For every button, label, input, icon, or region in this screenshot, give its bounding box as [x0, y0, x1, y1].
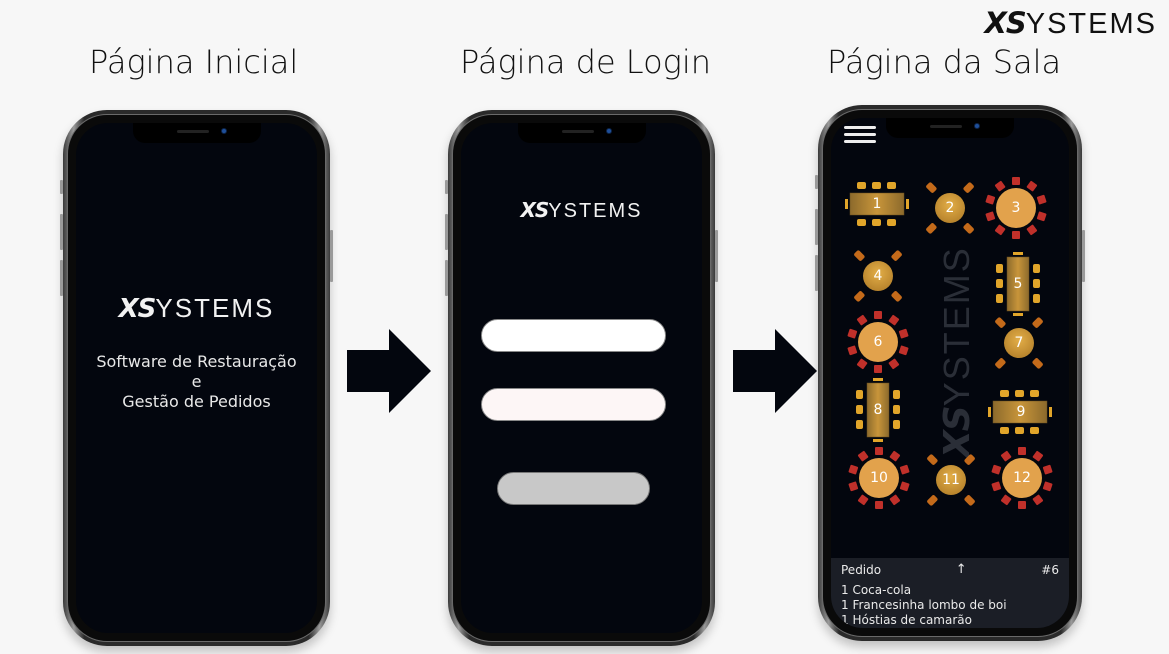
volume-down-button — [60, 260, 63, 296]
phone-room: XSYSTEMS — [815, 105, 1085, 641]
table-number: 6 — [873, 334, 883, 350]
camera-icon — [605, 128, 612, 134]
table-2[interactable]: 2 — [935, 193, 965, 223]
logo-bold: XS — [520, 198, 549, 222]
login-screen: XSYSTEMS — [461, 123, 702, 633]
notch — [132, 123, 261, 143]
table-10[interactable]: 10 — [859, 458, 899, 498]
home-logo: XSYSTEMS — [76, 293, 317, 324]
arrow-right-icon — [733, 329, 817, 413]
volume-up-button — [60, 214, 63, 250]
phone-login: XSYSTEMS — [445, 110, 718, 646]
camera-icon — [220, 128, 227, 134]
home-tagline: Software de Restauração e Gestão de Pedi… — [76, 352, 317, 412]
notch — [517, 123, 646, 143]
home-screen: XSYSTEMS Software de Restauração e Gestã… — [76, 123, 317, 633]
title-login-page: Página de Login — [460, 43, 712, 81]
expand-arrow-up-icon[interactable]: ↑ — [955, 562, 967, 577]
table-number: 8 — [873, 402, 883, 418]
tagline-line-1: Software de Restauração — [96, 352, 297, 371]
table-number: 9 — [1016, 404, 1026, 420]
side-button — [815, 175, 818, 189]
power-button — [715, 230, 718, 282]
table-12[interactable]: 12 — [1002, 458, 1042, 498]
table-number: 1 — [872, 196, 882, 212]
table-7[interactable]: 7 — [1004, 328, 1034, 358]
logo-rest: YSTEMS — [1025, 8, 1157, 40]
side-button — [60, 180, 63, 194]
tagline-line-3: Gestão de Pedidos — [122, 392, 271, 411]
table-number: 4 — [873, 268, 883, 284]
table-9[interactable]: 9 — [993, 400, 1049, 424]
order-item: 1 Hóstias de camarão — [841, 613, 972, 627]
login-button[interactable] — [497, 472, 650, 505]
table-5[interactable]: 5 — [1007, 257, 1029, 311]
power-button — [1082, 230, 1085, 282]
table-number: 3 — [1011, 200, 1021, 216]
table-11[interactable]: 11 — [936, 465, 966, 495]
table-number: 5 — [1013, 276, 1023, 292]
title-home-page: Página Inicial — [89, 43, 299, 81]
tagline-line-2: e — [191, 372, 202, 391]
camera-icon — [974, 123, 980, 129]
power-button — [330, 230, 333, 282]
table-number: 12 — [1013, 470, 1031, 486]
order-item: 1 Francesinha lombo de boi — [841, 598, 1007, 612]
volume-up-button — [815, 209, 818, 245]
side-button — [445, 180, 448, 194]
password-input[interactable] — [481, 388, 666, 421]
notch — [886, 118, 1014, 138]
order-table-ref: #6 — [1041, 562, 1059, 577]
corner-brand-logo: XSYSTEMS — [985, 6, 1158, 41]
hamburger-menu-icon[interactable] — [844, 126, 876, 146]
order-item: 1 Coca-cola — [841, 583, 912, 597]
table-6[interactable]: 6 — [858, 322, 898, 362]
volume-down-button — [815, 255, 818, 291]
table-1[interactable]: 1 — [849, 192, 905, 216]
phone-home: XSYSTEMS Software de Restauração e Gestã… — [60, 110, 333, 646]
logo-rest: YSTEMS — [155, 293, 275, 323]
arrow-right-icon — [347, 329, 431, 413]
order-panel: Pedido ↑ #6 1 Coca-cola 1 Francesinha lo… — [831, 558, 1069, 628]
table-4[interactable]: 4 — [863, 261, 893, 291]
room-screen: XSYSTEMS — [831, 118, 1069, 628]
table-number: 10 — [870, 470, 888, 486]
volume-up-button — [445, 214, 448, 250]
table-3[interactable]: 3 — [996, 188, 1036, 228]
logo-bold: XS — [118, 294, 157, 324]
table-8[interactable]: 8 — [867, 383, 889, 437]
logo-rest: YSTEMS — [548, 200, 643, 222]
table-number: 7 — [1014, 335, 1024, 351]
username-input[interactable] — [481, 319, 666, 352]
table-number: 11 — [942, 472, 960, 488]
title-room-page: Página da Sala — [827, 43, 1062, 81]
login-logo: XSYSTEMS — [461, 198, 702, 223]
order-label: Pedido — [841, 562, 882, 577]
volume-down-button — [445, 260, 448, 296]
logo-bold: XS — [984, 6, 1027, 40]
table-number: 2 — [945, 200, 955, 216]
